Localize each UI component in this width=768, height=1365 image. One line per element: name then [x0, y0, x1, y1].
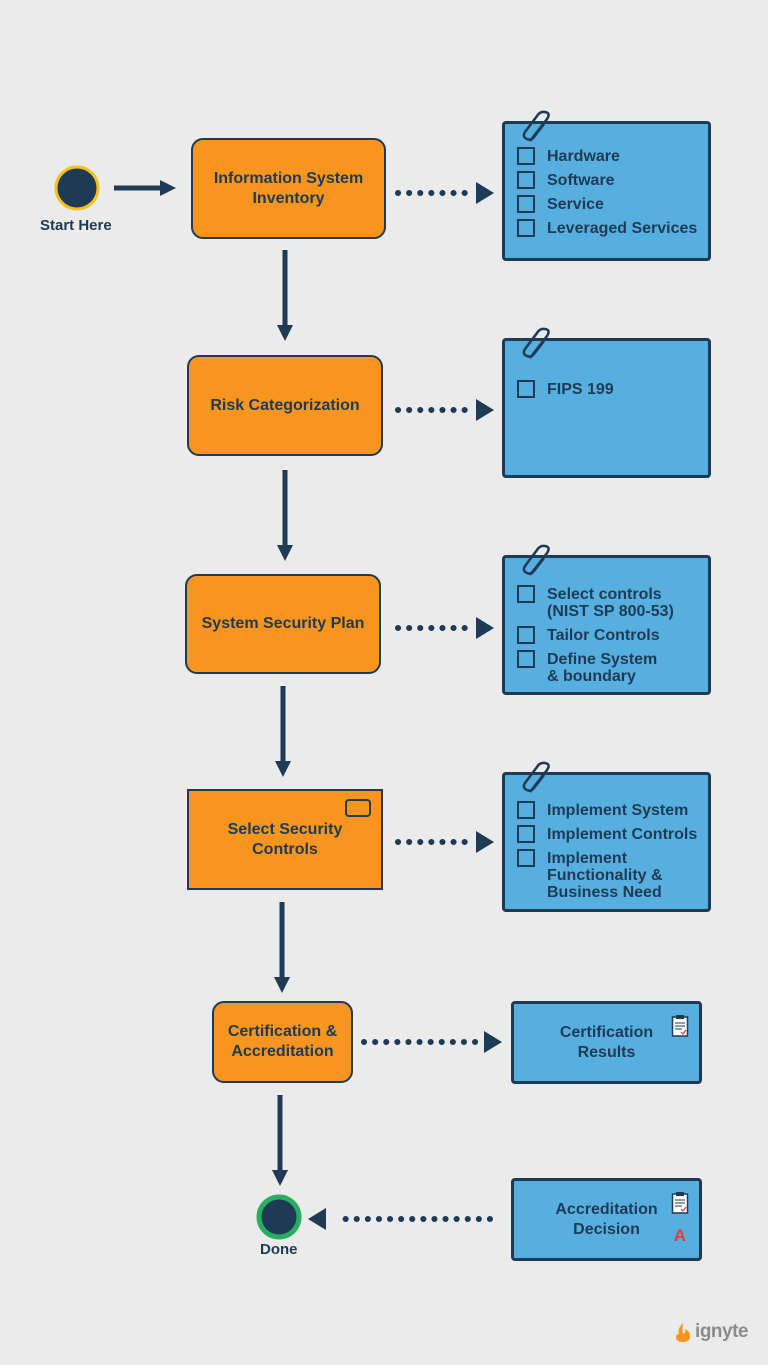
checkbox[interactable]: [517, 849, 535, 867]
checkbox[interactable]: [517, 626, 535, 644]
certification-results-box[interactable]: Certification Results: [511, 1001, 702, 1084]
arrowhead: [476, 617, 494, 639]
checkbox[interactable]: [517, 219, 535, 237]
checkbox[interactable]: [517, 171, 535, 189]
step-label: Select Security Controls: [227, 820, 343, 858]
checklist-item[interactable]: FIPS 199: [517, 380, 702, 398]
done-label: Done: [260, 1241, 298, 1258]
start-node: [54, 165, 100, 211]
checkbox[interactable]: [517, 825, 535, 843]
paperclip-icon: [522, 110, 550, 142]
checkbox[interactable]: [517, 650, 535, 668]
checklist-item[interactable]: Select controls (NIST SP 800-53): [517, 585, 702, 620]
checklist-item[interactable]: Leveraged Services: [517, 219, 702, 237]
result-label: Accreditation Decision: [555, 1200, 658, 1238]
checklist-item[interactable]: Implement Functionality & Business Need: [517, 849, 702, 901]
arrowhead: [476, 831, 494, 853]
checklist: Implement System Implement Controls Impl…: [517, 801, 702, 908]
checklist-item[interactable]: Implement System: [517, 801, 702, 819]
start-label: Start Here: [40, 217, 112, 234]
checklist: FIPS 199: [517, 380, 702, 405]
arrowhead: [308, 1208, 326, 1230]
step-certification-accreditation[interactable]: Certification & Accreditation: [212, 1001, 353, 1083]
checkbox[interactable]: [517, 147, 535, 165]
paperclip-icon: [522, 327, 550, 359]
checklist-item[interactable]: Implement Controls: [517, 825, 702, 843]
checklist-item[interactable]: Service: [517, 195, 702, 213]
checklist-note: Select controls (NIST SP 800-53) Tailor …: [502, 544, 711, 695]
checklist-item[interactable]: Software: [517, 171, 702, 189]
arrowhead: [484, 1031, 502, 1053]
tag-icon: [345, 799, 371, 817]
done-node: [256, 1194, 302, 1240]
checklist-item[interactable]: Tailor Controls: [517, 626, 702, 644]
checkbox[interactable]: [517, 195, 535, 213]
checklist-item[interactable]: Define System & boundary: [517, 650, 702, 685]
step-risk-categorization[interactable]: Risk Categorization: [187, 355, 383, 456]
step-label: Information System Inventory: [213, 169, 364, 207]
checklist-note: Implement System Implement Controls Impl…: [502, 761, 711, 912]
result-label: Certification Results: [559, 1023, 654, 1061]
paperclip-icon: [522, 761, 550, 793]
clipboard-icon: [671, 1015, 689, 1037]
checkbox[interactable]: [517, 585, 535, 603]
checkbox[interactable]: [517, 801, 535, 819]
step-system-security-plan[interactable]: System Security Plan: [185, 574, 381, 674]
step-select-security-controls[interactable]: Select Security Controls: [187, 789, 383, 890]
step-label: Certification & Accreditation: [227, 1023, 338, 1060]
accreditation-decision-box[interactable]: Accreditation Decision A: [511, 1178, 702, 1261]
step-label: Risk Categorization: [210, 396, 360, 414]
brand-logo: ignyte: [673, 1321, 748, 1343]
checklist: Select controls (NIST SP 800-53) Tailor …: [517, 585, 702, 692]
arrowhead: [476, 399, 494, 421]
step-information-system-inventory[interactable]: Information System Inventory: [191, 138, 386, 239]
checkbox[interactable]: [517, 380, 535, 398]
checklist-item[interactable]: Hardware: [517, 147, 702, 165]
step-label: System Security Plan: [201, 615, 365, 632]
arrowhead: [476, 182, 494, 204]
grade-mark: A: [673, 1226, 686, 1245]
brand-name: ignyte: [695, 1321, 748, 1342]
checklist-note: Hardware Software Service Leveraged Serv…: [502, 110, 711, 261]
checklist: Hardware Software Service Leveraged Serv…: [517, 147, 702, 244]
ignyte-logo-icon: [676, 1323, 691, 1342]
checklist-note: FIPS 199: [502, 327, 711, 478]
paperclip-icon: [522, 544, 550, 576]
clipboard-icon: [671, 1192, 689, 1214]
